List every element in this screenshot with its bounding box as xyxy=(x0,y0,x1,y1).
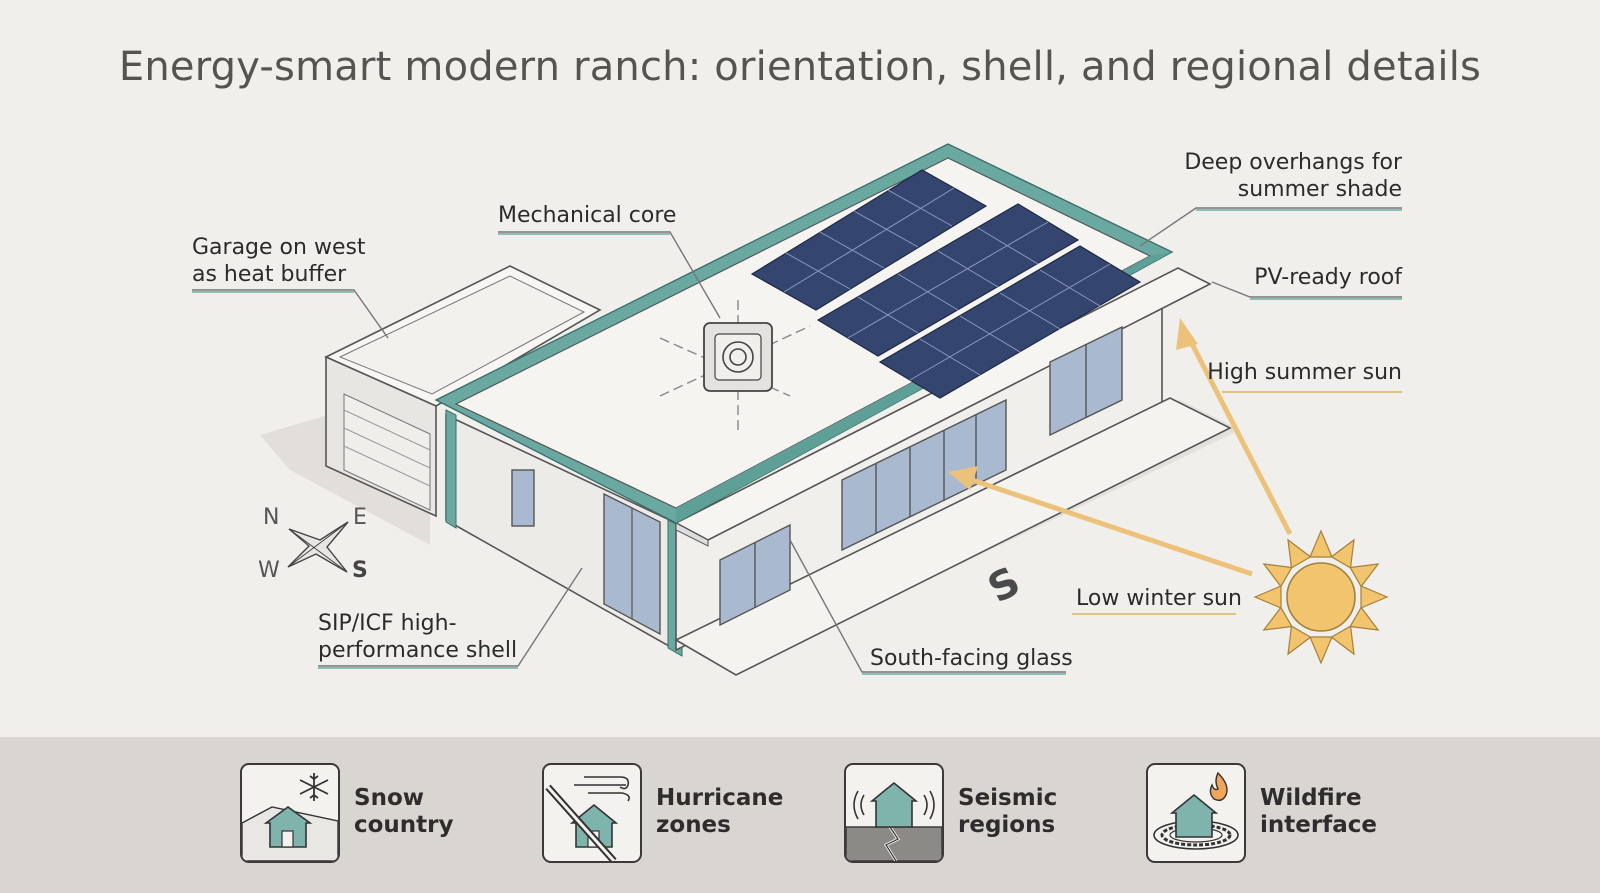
sun-ray xyxy=(1287,625,1312,656)
compass-e: E xyxy=(353,505,367,530)
sun-arrows xyxy=(948,318,1293,577)
sun-ray xyxy=(1253,585,1282,609)
region-seismic-line2: regions xyxy=(958,812,1056,838)
compass-n: N xyxy=(263,505,279,530)
region-wildfire-line2: interface xyxy=(1260,812,1377,838)
sun-ray xyxy=(1287,538,1312,569)
wildfire-house-icon xyxy=(1146,763,1246,863)
seismic-house-icon xyxy=(844,763,944,863)
sun-ray xyxy=(1330,538,1355,569)
mechanical-core xyxy=(659,300,811,430)
region-snow-line1: Snow xyxy=(354,785,424,811)
summer-sun-arrowhead xyxy=(1176,318,1198,350)
sun-ray xyxy=(1309,636,1333,665)
floor-slab xyxy=(674,397,1232,676)
region-hurricane-line1: Hurricane xyxy=(656,785,784,811)
compass-s: S xyxy=(352,558,368,583)
region-hurricane-line2: zones xyxy=(656,812,731,838)
compass-w: W xyxy=(258,558,280,583)
south-glass-label: South-facing glass xyxy=(870,646,1073,671)
sun-ray xyxy=(1262,563,1293,588)
winter-sun-arrowhead xyxy=(948,466,978,490)
region-wildfire-line1: Wildfire xyxy=(1260,785,1362,811)
ground-south-marker: S xyxy=(981,558,1028,612)
winter-sun-label: Low winter sun xyxy=(1076,586,1242,611)
region-snow-line2: country xyxy=(354,812,454,838)
sun-ray xyxy=(1349,563,1380,588)
sun-ray xyxy=(1309,529,1333,558)
sun-ray xyxy=(1349,606,1380,631)
insulation-west xyxy=(445,409,457,529)
sun-icon xyxy=(1253,529,1389,665)
sun-ray xyxy=(1330,625,1355,656)
hurricane-house-icon xyxy=(542,763,642,863)
solar-panel-gridlines xyxy=(783,187,1111,381)
sun-ray xyxy=(1262,606,1293,631)
mechanical-core-label: Mechanical core xyxy=(498,203,677,228)
house-diagram: N E W S S xyxy=(192,143,1402,676)
south-windows xyxy=(719,325,1123,627)
page-title: Energy-smart modern ranch: orientation, … xyxy=(118,44,1482,90)
shell-label: SIP/ICF high-performance shell xyxy=(318,611,518,663)
snow-house-icon xyxy=(240,763,340,863)
summer-sun-label: High summer sun xyxy=(1207,360,1402,385)
leader-lines xyxy=(192,207,1402,675)
region-seismic-line1: Seismic xyxy=(958,785,1058,811)
garage xyxy=(324,265,602,518)
pv-roof-label: PV-ready roof xyxy=(1254,265,1402,290)
west-window xyxy=(511,469,535,527)
compass-icon: N E W S xyxy=(258,505,368,583)
sun-ray xyxy=(1360,585,1389,609)
